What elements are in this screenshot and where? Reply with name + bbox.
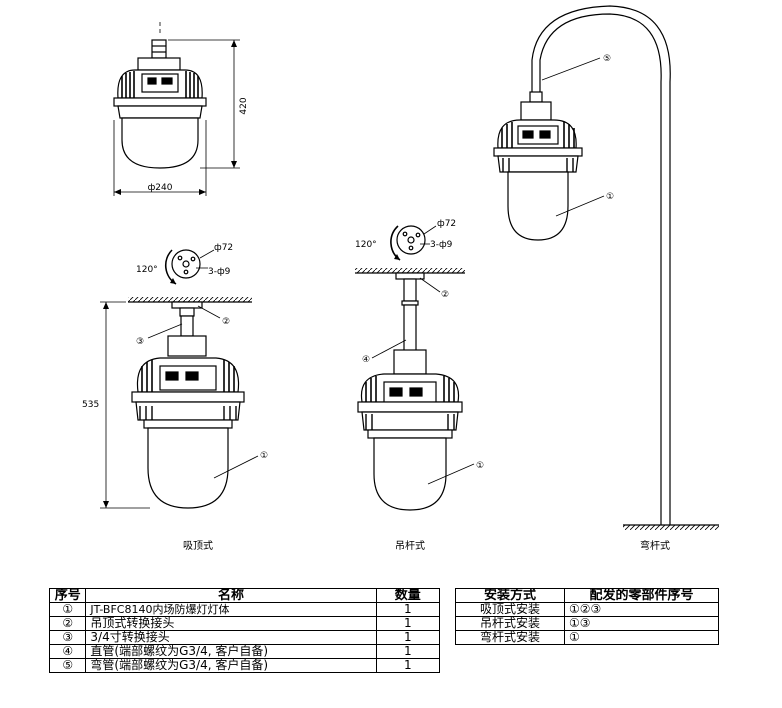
mount-parts: ①③ [564, 616, 719, 631]
dimension-420: 420 [239, 97, 249, 114]
bent-callout-1: ① [606, 192, 614, 202]
caption-pendant: 吊杆式 [395, 539, 425, 552]
parts-header-name: 名称 [85, 588, 377, 603]
dimension-diameter-240: ф240 [148, 183, 173, 193]
ceiling-holes: 3-ф9 [208, 267, 231, 277]
pendant-callout-4: ④ [362, 355, 370, 365]
table-row: ① JT-BFC8140内场防爆灯灯体 1 [48, 602, 441, 617]
mount-header-parts: 配发的零部件序号 [564, 588, 719, 603]
table-row: 弯杆式安装 ① [455, 630, 719, 645]
ceiling-callout-1: ① [260, 451, 268, 461]
mount-method: 吊杆式安装 [455, 616, 565, 631]
ceiling-angle: 120° [136, 265, 158, 275]
caption-bent-pole: 弯杆式 [640, 539, 670, 552]
part-qty: 1 [375, 644, 441, 659]
pendant-callout-1: ① [476, 461, 484, 471]
table-row: ④ 直管(端部螺纹为G3/4, 客户自备) 1 [48, 644, 441, 659]
part-no: ① [48, 602, 87, 617]
part-no: ④ [48, 644, 87, 659]
parts-header-qty: 数量 [375, 588, 441, 603]
parts-table: 序号 名称 数量 ① JT-BFC8140内场防爆灯灯体 1 ② 吊顶式转换接头… [48, 588, 441, 673]
installation-drawing: 420 ф240 [82, 5, 719, 552]
mount-parts: ① [564, 630, 719, 645]
dimension-535: 535 [82, 400, 99, 410]
table-row: 吊杆式安装 ①③ [455, 616, 719, 631]
part-name: 吊顶式转换接头 [85, 616, 377, 631]
bent-callout-5: ⑤ [603, 54, 611, 64]
ceiling-callout-3: ③ [136, 337, 144, 347]
pendant-callout-2: ② [441, 290, 449, 300]
pendant-angle: 120° [355, 240, 377, 250]
part-no: ⑤ [48, 658, 87, 673]
table-row: ② 吊顶式转换接头 1 [48, 616, 441, 631]
mount-method-table: 安装方式 配发的零部件序号 吸顶式安装 ①②③ 吊杆式安装 ①③ 弯杆式安装 ① [455, 588, 719, 645]
mount-method: 吸顶式安装 [455, 602, 565, 617]
part-name: JT-BFC8140内场防爆灯灯体 [85, 602, 377, 617]
bent-pole-view [493, 5, 719, 530]
part-qty: 1 [375, 658, 441, 673]
mount-method: 弯杆式安装 [455, 630, 565, 645]
ceiling-phi72: ф72 [214, 243, 233, 253]
table-row: 吸顶式安装 ①②③ [455, 602, 719, 617]
table-row: ③ 3/4寸转换接头 1 [48, 630, 441, 645]
mount-parts: ①②③ [564, 602, 719, 617]
part-no: ③ [48, 630, 87, 645]
caption-ceiling: 吸顶式 [183, 539, 213, 552]
parts-table-header: 序号 名称 数量 [48, 588, 441, 603]
part-qty: 1 [375, 602, 441, 617]
pendant-phi72: ф72 [437, 219, 456, 229]
mount-header-method: 安装方式 [455, 588, 565, 603]
pendant-mount-view [355, 225, 475, 511]
part-name: 直管(端部螺纹为G3/4, 客户自备) [85, 644, 377, 659]
lamp-top-view [113, 22, 240, 196]
ceiling-mount-view [100, 249, 259, 509]
part-no: ② [48, 616, 87, 631]
ceiling-callout-2: ② [222, 317, 230, 327]
pendant-holes: 3-ф9 [430, 240, 453, 250]
part-name: 3/4寸转换接头 [85, 630, 377, 645]
parts-header-no: 序号 [48, 588, 87, 603]
table-row: ⑤ 弯管(端部螺纹为G3/4, 客户自备) 1 [48, 658, 441, 673]
part-qty: 1 [375, 630, 441, 645]
mount-table-header: 安装方式 配发的零部件序号 [455, 588, 719, 603]
part-qty: 1 [375, 616, 441, 631]
part-name: 弯管(端部螺纹为G3/4, 客户自备) [85, 658, 377, 673]
